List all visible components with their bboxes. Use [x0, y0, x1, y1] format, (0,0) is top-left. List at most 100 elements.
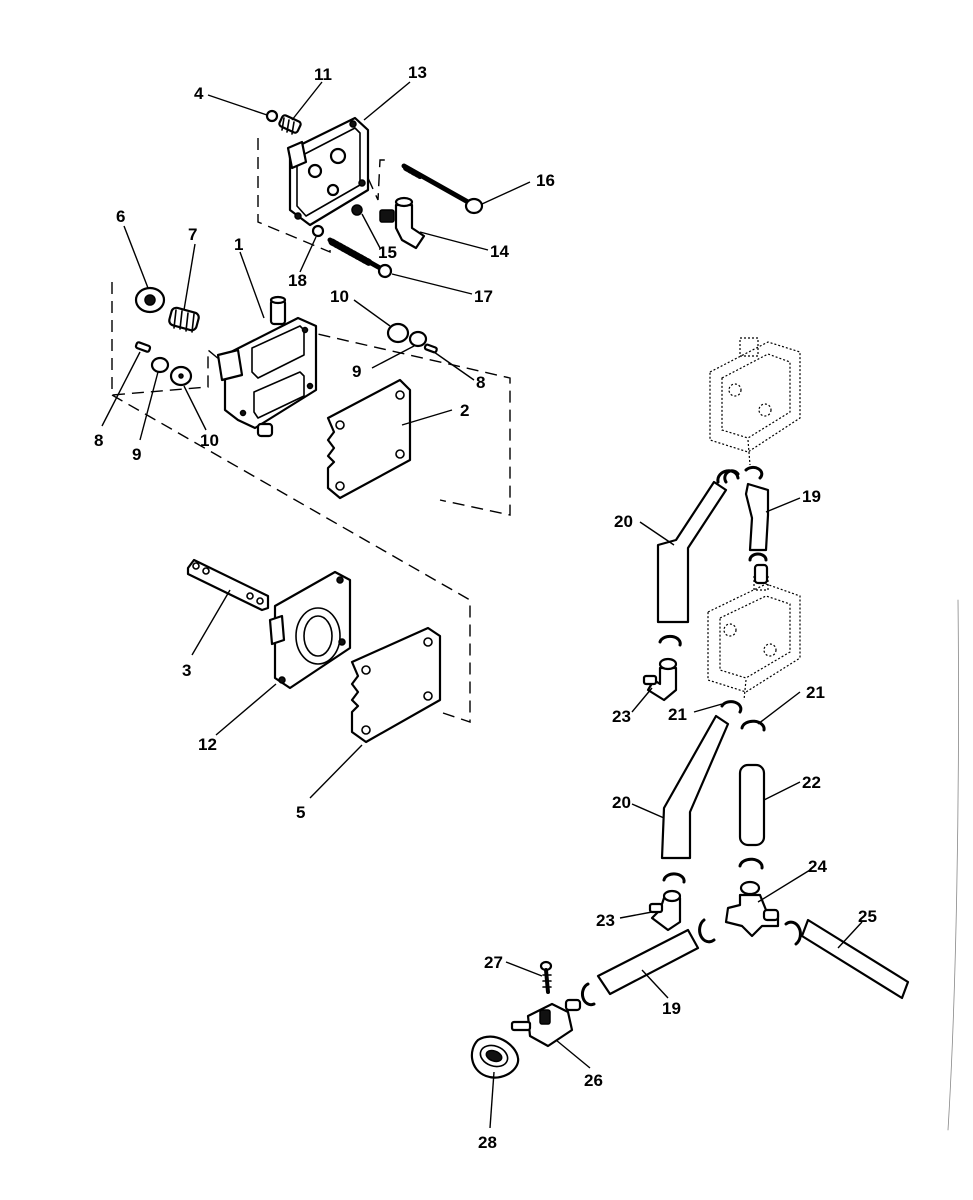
leader-1 [239, 251, 265, 319]
callout-13: 13 [408, 63, 427, 82]
callout-20-upper: 20 [614, 512, 633, 531]
callout-8-right: 8 [476, 373, 485, 392]
leader-20-lower [631, 803, 665, 819]
pump-cover-screw-3 [294, 212, 302, 220]
disc-9-right [408, 330, 428, 348]
callout-labels: 4 11 13 16 14 15 18 17 6 7 1 10 9 8 2 8 … [94, 63, 877, 1152]
fitting-26 [510, 998, 582, 1048]
diaphragm-10-right [386, 322, 410, 344]
tee-fitting-24 [724, 880, 780, 938]
phantom-pump-lower [707, 573, 801, 701]
leader-22 [763, 781, 801, 801]
fitting-stub-lower-pump [753, 563, 769, 585]
leader-19-upper [765, 497, 801, 513]
callout-12: 12 [198, 735, 217, 754]
washer-18 [311, 224, 325, 238]
callout-24: 24 [808, 857, 827, 876]
callout-9-right: 9 [352, 362, 361, 381]
leader-21-right [757, 691, 801, 725]
leader-15 [361, 213, 381, 249]
pump-cover-plate [288, 116, 370, 227]
screw-27 [539, 960, 553, 994]
callout-19-upper: 19 [802, 487, 821, 506]
spring-7 [168, 306, 200, 333]
pump-cover-ear [286, 140, 308, 170]
callout-28: 28 [478, 1133, 497, 1152]
clamp-above-22-bottom [738, 857, 764, 870]
base-plate-bore [295, 607, 341, 665]
gasket-5 [350, 626, 442, 744]
callout-1: 1 [234, 235, 243, 254]
callout-21-left: 21 [668, 705, 687, 724]
callout-21-right: 21 [806, 683, 825, 702]
pin-8-right [423, 343, 438, 354]
leader-11 [291, 81, 323, 121]
callout-10-right: 10 [330, 287, 349, 306]
leader-9-left [139, 371, 159, 441]
leader-8-left [101, 351, 141, 427]
spring-11 [278, 114, 302, 135]
washer-4 [265, 109, 279, 123]
leader-26 [555, 1039, 591, 1069]
hose-19-lower [596, 928, 700, 996]
dashed-line-pump-to-gasket [299, 329, 511, 516]
gasket-strip-3 [186, 558, 270, 612]
clamp-upper-left [716, 469, 740, 484]
pump-cover-port-top [329, 147, 347, 165]
leader-19-lower [641, 969, 669, 999]
pump-body-nipple-bottom [256, 422, 274, 438]
callout-23-upper: 23 [612, 707, 631, 726]
callout-6: 6 [116, 207, 125, 226]
callout-17: 17 [474, 287, 493, 306]
elbow-fitting-14 [379, 196, 426, 250]
leader-20-upper [639, 521, 675, 546]
leader-9-right [371, 345, 415, 369]
leader-28 [489, 1071, 495, 1129]
callout-5: 5 [296, 803, 305, 822]
clamp-upper-mid [748, 552, 768, 562]
callout-3: 3 [182, 661, 191, 680]
dashed-box-cover [257, 138, 331, 254]
gasket-2 [326, 378, 412, 500]
valve-cap-6 [134, 286, 166, 314]
leader-12 [215, 683, 277, 736]
grommet-28 [470, 1035, 520, 1079]
callout-25: 25 [858, 907, 877, 926]
screw-17 [327, 237, 393, 279]
leader-23-lower [619, 911, 653, 919]
page-edge-mark [947, 599, 959, 1131]
leader-4 [207, 94, 268, 116]
dashed-box-valves [111, 282, 221, 396]
clamp-near-tee-right [784, 920, 802, 946]
callout-16: 16 [536, 171, 555, 190]
leader-25 [837, 921, 863, 949]
callout-15: 15 [378, 243, 397, 262]
leader-7 [183, 243, 196, 311]
leader-10-left [183, 385, 207, 431]
base-plate-12 [268, 570, 352, 690]
dashed-box-cover-right [367, 159, 390, 201]
clamp-below-20 [662, 872, 686, 884]
callout-7: 7 [188, 225, 197, 244]
leader-18 [299, 236, 317, 273]
leader-24 [757, 869, 811, 903]
pump-body-chamber-upper [251, 325, 305, 379]
pump-body-1 [216, 295, 318, 438]
callout-18: 18 [288, 271, 307, 290]
leader-10-right [353, 299, 391, 327]
pump-cover-screw-1 [349, 120, 357, 128]
callout-19-lower: 19 [662, 999, 681, 1018]
clamp-21-right [740, 719, 766, 732]
callout-23-lower: 23 [596, 911, 615, 930]
leader-6 [123, 225, 149, 289]
leader-17 [391, 273, 473, 295]
leader-3 [191, 589, 231, 656]
callout-10-left: 10 [200, 431, 219, 450]
callout-9-left: 9 [132, 445, 141, 464]
hose-20-lower [660, 714, 730, 860]
leader-8-right [433, 351, 475, 381]
leader-27 [505, 961, 543, 977]
hose-22 [738, 763, 766, 847]
